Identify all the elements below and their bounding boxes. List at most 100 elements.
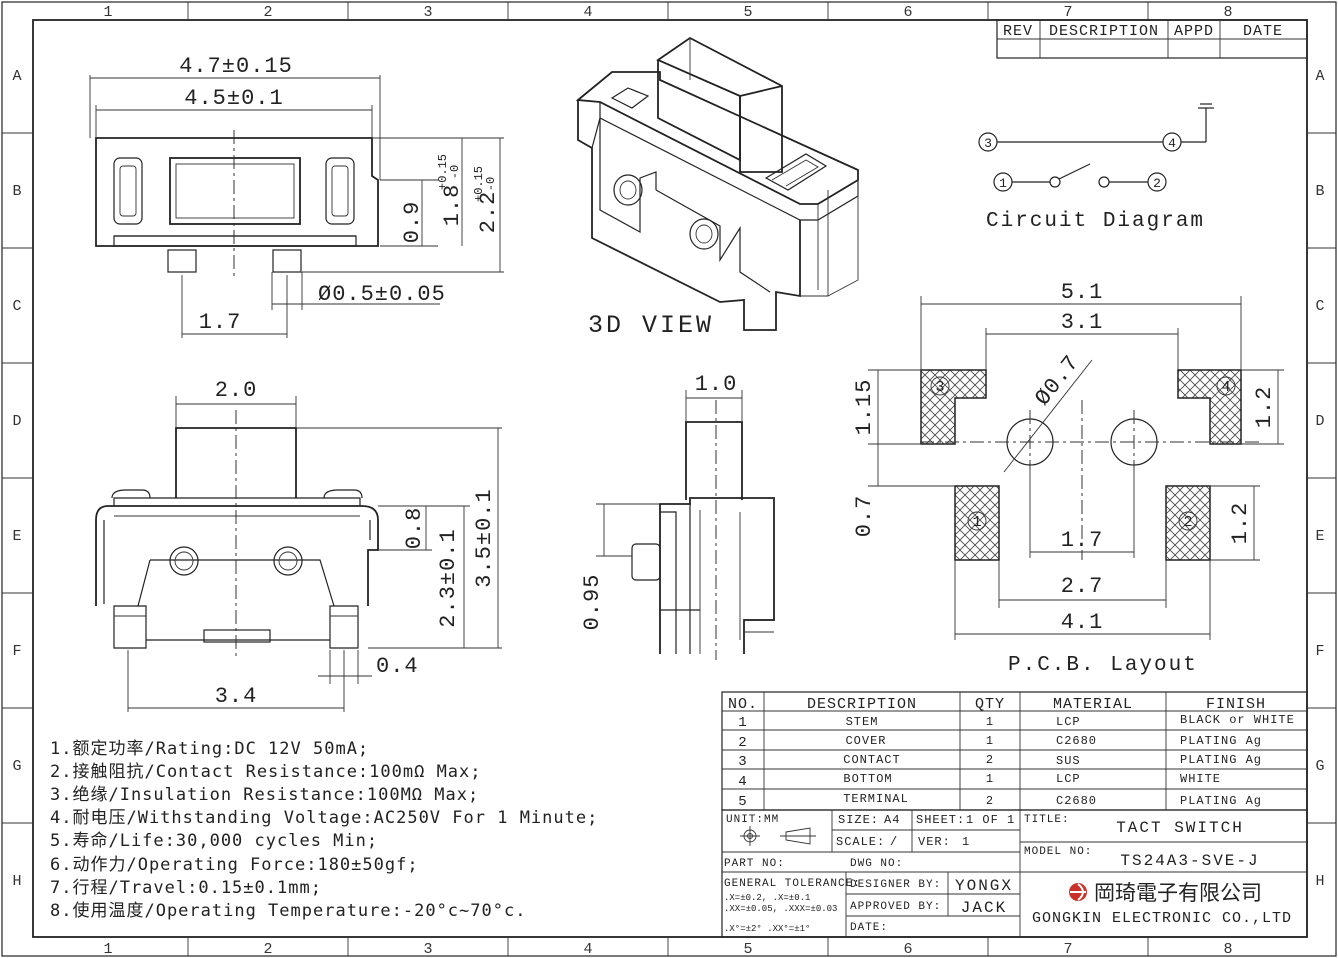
bom-row-no: 1 bbox=[738, 715, 747, 731]
company-name-en: GONGKIN ELECTRONIC CO.,LTD bbox=[1032, 910, 1292, 927]
bom-row-no: 5 bbox=[738, 794, 747, 810]
pcb-dim-4-1: 4.1 bbox=[1061, 610, 1104, 635]
note-3: 3.绝缘/Insulation Resistance:100MΩ Max; bbox=[50, 785, 479, 805]
dim-pin-diameter: Ø0.5±0.05 bbox=[318, 282, 446, 307]
bom-header-finish: FINISH bbox=[1206, 696, 1266, 713]
rev-header-rev: REV bbox=[1003, 23, 1033, 40]
unit-label: UNIT:MM bbox=[726, 814, 779, 826]
pcb-dim-2-7: 2.7 bbox=[1061, 574, 1104, 599]
note-2: 2.接触阻抗/Contact Resistance:100mΩ Max; bbox=[50, 762, 482, 782]
zone-row-d: D bbox=[12, 413, 21, 430]
bom-row-finish: PLATING Ag bbox=[1180, 794, 1262, 808]
dim-total-height: 3.5±0.1 bbox=[472, 488, 497, 587]
pcb-dim-3-1: 3.1 bbox=[1061, 310, 1104, 335]
dim-side-offset: 0.95 bbox=[580, 574, 605, 631]
tolerance-label: GENERAL TOLERANCE: bbox=[724, 878, 861, 890]
pcb-pin-2: 2 bbox=[1183, 514, 1192, 531]
zone-row-a: A bbox=[12, 68, 21, 85]
circuit-pin-1: 1 bbox=[999, 176, 1007, 191]
tolerance-line-1: .X=±0.2, .X=±0.1 bbox=[724, 893, 810, 903]
pcb-dim-1-7: 1.7 bbox=[1061, 528, 1104, 553]
zone-row-g: G bbox=[12, 758, 21, 775]
zone-row-c-right: C bbox=[1315, 298, 1324, 315]
bom-row-material: SUS bbox=[1056, 754, 1081, 768]
bom-header-material: MATERIAL bbox=[1053, 696, 1133, 713]
dim-body-height: 2.3±0.1 bbox=[436, 528, 461, 627]
zone-row-g-right: G bbox=[1315, 758, 1324, 775]
dwg-no-label: DWG NO: bbox=[850, 858, 903, 870]
dim-height-2-2: 2.2 bbox=[476, 191, 501, 234]
bom-row-description: BOTTOM bbox=[843, 772, 892, 786]
size-value: A4 bbox=[884, 813, 900, 827]
rev-header-date: DATE bbox=[1243, 23, 1283, 40]
dim-slot-height: 0.9 bbox=[400, 201, 425, 244]
zone-col-3-bottom: 3 bbox=[423, 941, 432, 958]
model-value: TS24A3-SVE-J bbox=[1120, 852, 1259, 870]
zone-col-1: 1 bbox=[103, 4, 112, 21]
bom-row-qty: 1 bbox=[986, 772, 994, 786]
pcb-layout: 3 4 1 2 5. bbox=[852, 280, 1284, 677]
approved-label: APPROVED BY: bbox=[850, 901, 941, 913]
bom-row-qty: 1 bbox=[986, 734, 994, 748]
scale-value: / bbox=[890, 835, 898, 849]
dim-body-width: 4.5±0.1 bbox=[184, 86, 283, 111]
bom-row-no: 2 bbox=[738, 735, 747, 751]
zone-col-6-bottom: 6 bbox=[903, 941, 912, 958]
approved-value: JACK bbox=[961, 899, 1007, 917]
bom-header-no: NO. bbox=[728, 696, 758, 713]
circuit-diagram-label: Circuit Diagram bbox=[986, 210, 1205, 233]
dim-leg-width: 0.4 bbox=[376, 654, 419, 679]
bom-row-material: LCP bbox=[1056, 715, 1081, 729]
company-logo-icon bbox=[1069, 883, 1087, 901]
bom-row-finish: PLATING Ag bbox=[1180, 734, 1262, 748]
pcb-dim-1-2-upper: 1.2 bbox=[1252, 386, 1277, 429]
dim-pin-pitch: 1.7 bbox=[199, 310, 242, 335]
zone-col-2-bottom: 2 bbox=[263, 941, 272, 958]
date-label: DATE: bbox=[850, 922, 888, 934]
zone-col-6: 6 bbox=[903, 4, 912, 21]
dim-height-1-8: 1.8 bbox=[440, 184, 465, 227]
bom-row-description: COVER bbox=[845, 734, 886, 748]
zone-col-7: 7 bbox=[1063, 4, 1072, 21]
dim-leg-pitch: 3.4 bbox=[215, 684, 258, 709]
pcb-dim-1-15: 1.15 bbox=[852, 379, 877, 436]
part-no-label: PART NO: bbox=[724, 858, 785, 870]
zone-row-h: H bbox=[12, 873, 21, 890]
circuit-pin-4: 4 bbox=[1168, 136, 1176, 151]
sheet-label: SHEET: bbox=[916, 813, 965, 827]
pcb-pin-3: 3 bbox=[935, 379, 944, 396]
bom-table: NO. DESCRIPTION QTY MATERIAL FINISH 1 2 … bbox=[721, 691, 1308, 811]
revision-table: REV DESCRIPTION APPD DATE bbox=[996, 19, 1308, 59]
tol-minus-1-8: -0 bbox=[448, 165, 462, 179]
pcb-pin-1: 1 bbox=[972, 514, 981, 531]
bom-row-description: TERMINAL bbox=[843, 792, 909, 806]
bom-row-qty: 2 bbox=[986, 794, 994, 808]
tol-plus-2-2: +0.15 bbox=[472, 166, 486, 202]
dim-side-actuator: 1.0 bbox=[695, 372, 738, 397]
designer-label: DESIGNER BY: bbox=[850, 879, 941, 891]
dim-actuator-width: 2.0 bbox=[215, 378, 258, 403]
zone-row-f: F bbox=[12, 643, 21, 660]
rev-header-appd: APPD bbox=[1174, 23, 1214, 40]
ver-value: 1 bbox=[962, 835, 970, 849]
note-6: 6.动作力/Operating Force:180±50gf; bbox=[50, 855, 419, 875]
zone-row-e-right: E bbox=[1315, 528, 1324, 545]
bom-header-qty: QTY bbox=[975, 696, 1005, 713]
title-block: UNIT:MM PART NO: DWG NO: TITLE: MODEL NO… bbox=[721, 809, 1308, 938]
zone-col-1-bottom: 1 bbox=[103, 941, 112, 958]
zone-row-b-right: B bbox=[1315, 183, 1324, 200]
view-3d-label: 3D VIEW bbox=[588, 311, 714, 340]
tolerance-line-2: .XX=±0.05, .XXX=±0.03 bbox=[724, 904, 837, 914]
bom-row-description: STEM bbox=[846, 715, 879, 729]
zone-col-3: 3 bbox=[423, 4, 432, 21]
tolerance-line-3: .X°=±2° .XX°=±1° bbox=[724, 924, 810, 934]
ver-label: VER: bbox=[918, 835, 951, 849]
note-8: 8.使用温度/Operating Temperature:-20°c~70°c. bbox=[50, 900, 526, 921]
projection-symbol bbox=[740, 826, 816, 846]
pcb-pin-4: 4 bbox=[1221, 379, 1230, 396]
rev-header-description: DESCRIPTION bbox=[1049, 23, 1159, 40]
view-3d: 3D VIEW bbox=[575, 36, 859, 340]
zone-col-4-bottom: 4 bbox=[583, 941, 592, 958]
pcb-dim-5-1: 5.1 bbox=[1061, 280, 1104, 305]
